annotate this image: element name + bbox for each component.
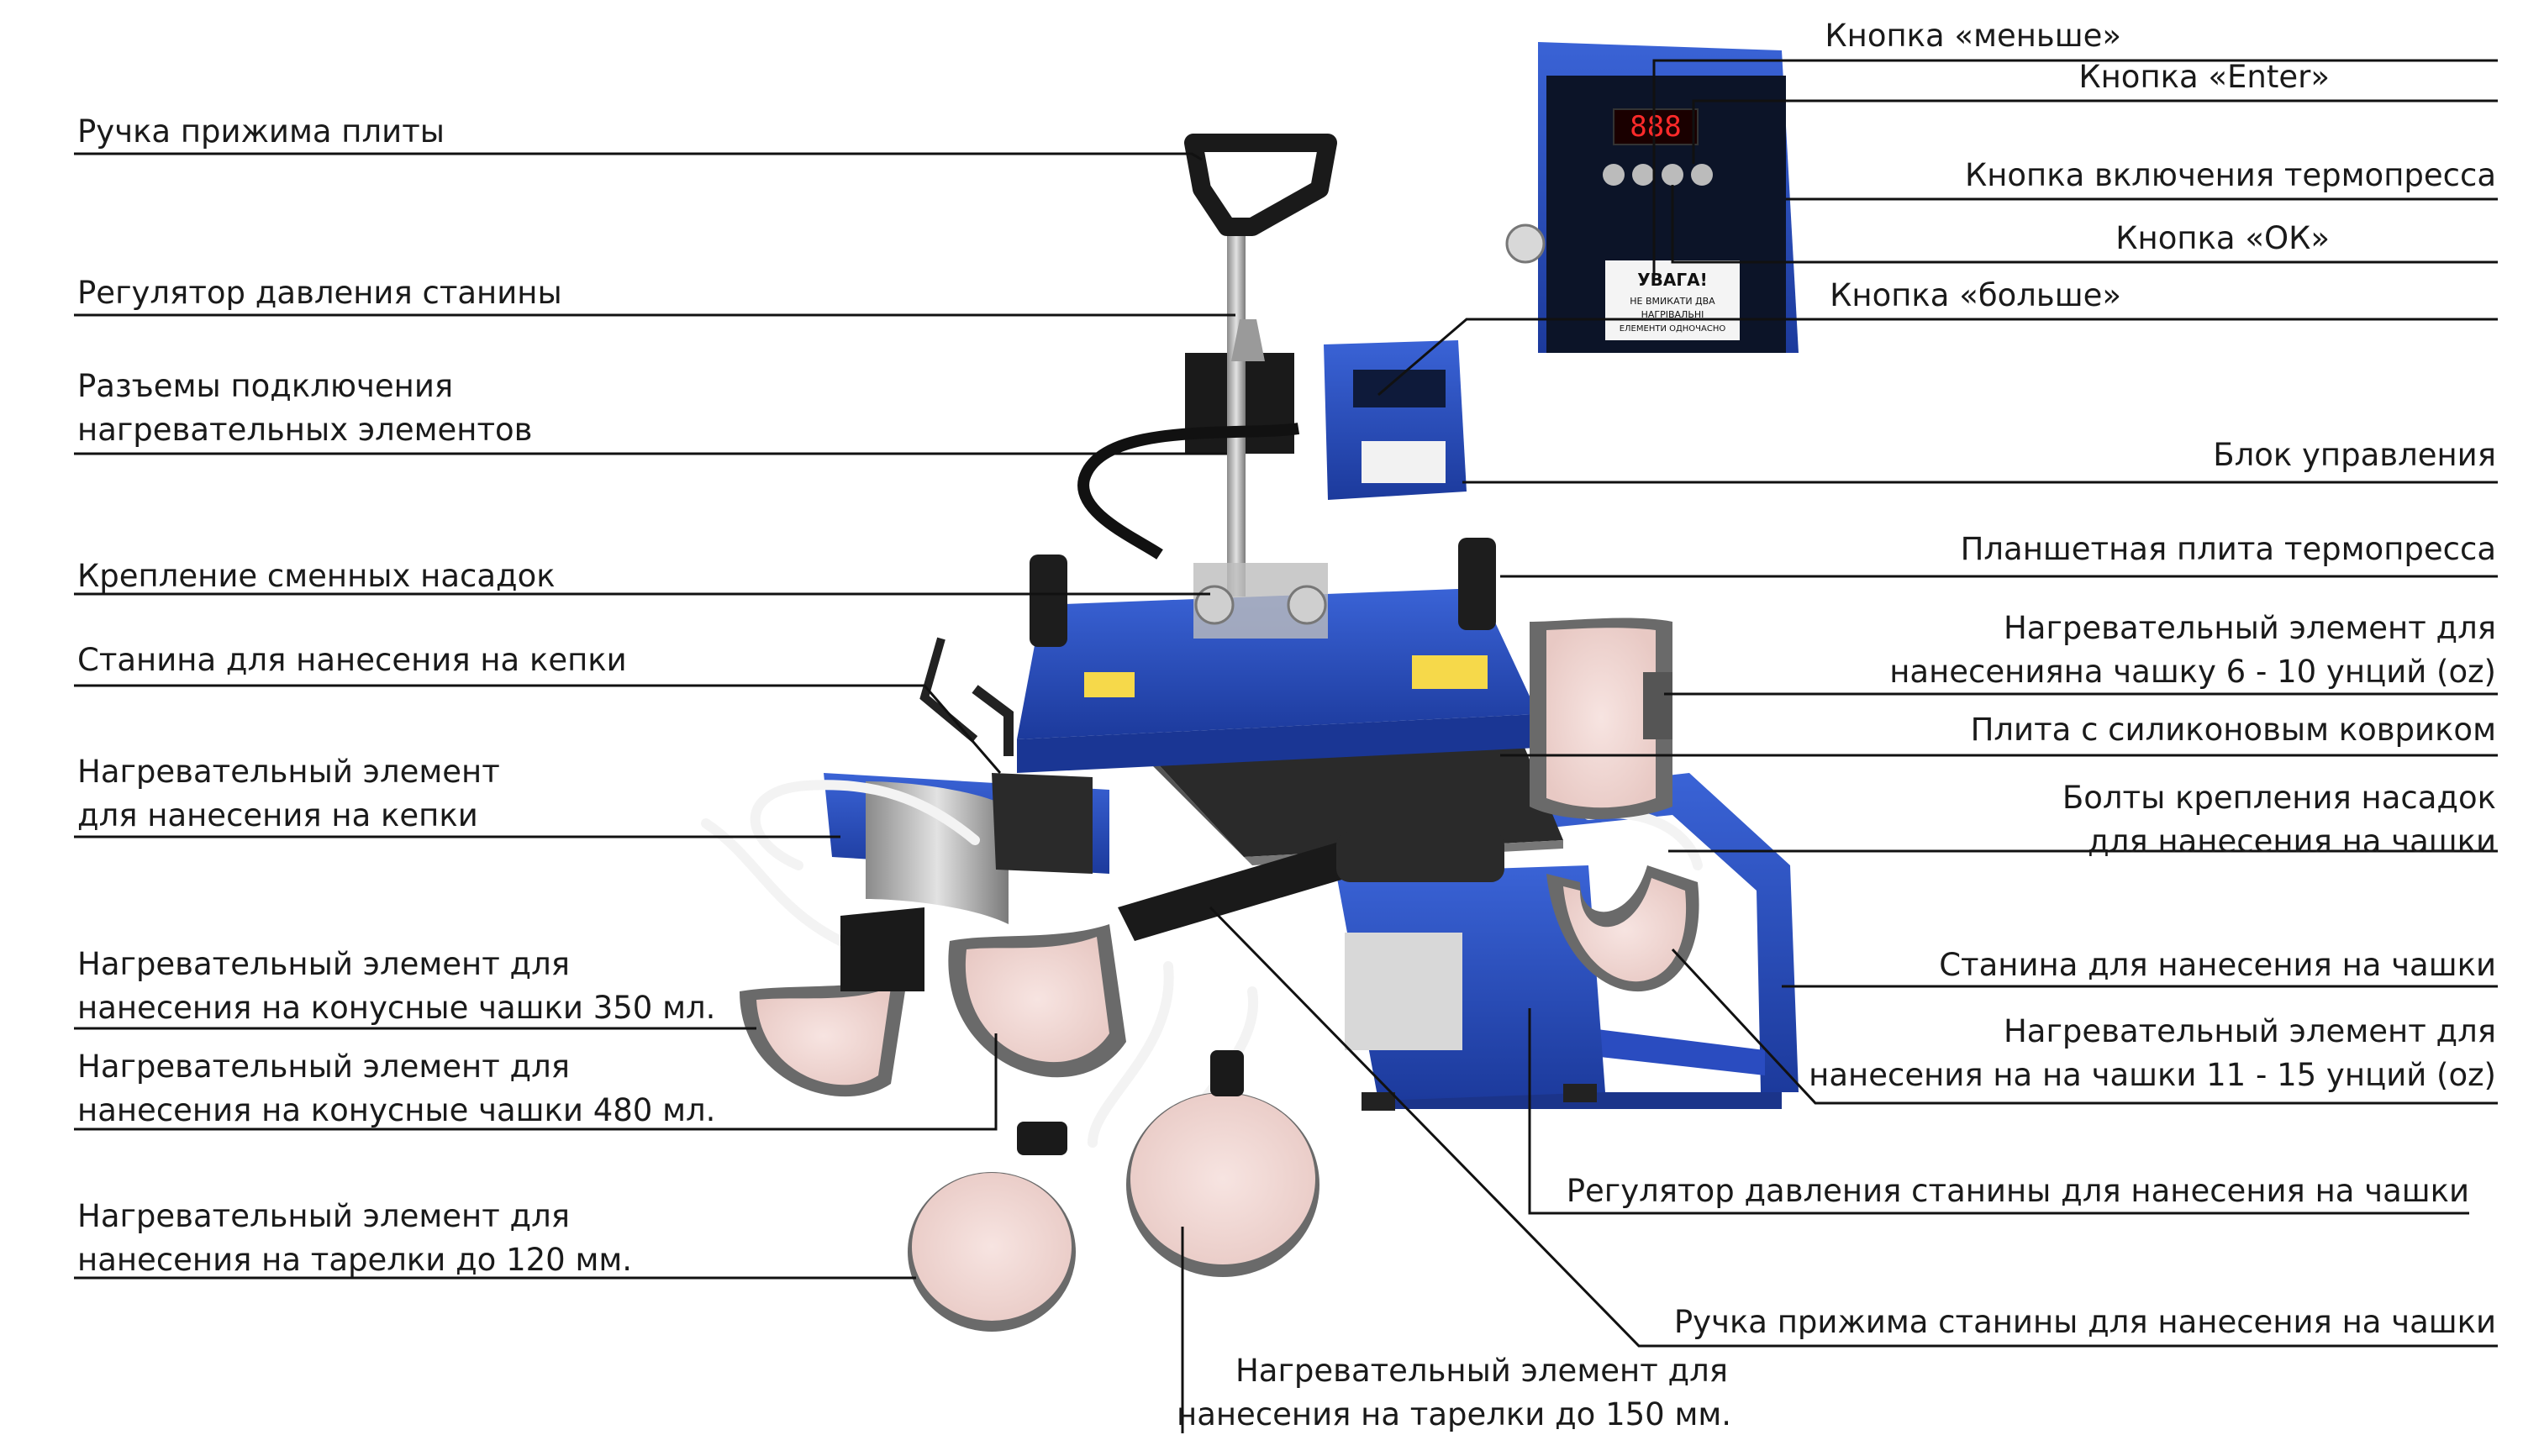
- label-btn-ok: Кнопка «ОК»: [2115, 217, 2330, 260]
- label-cap-element-line-1: Нагревательный элемент: [77, 754, 500, 790]
- label-cone-350: Нагревательный элемент для нанесения на …: [77, 943, 715, 1030]
- label-btn-less: Кнопка «меньше»: [1825, 14, 2121, 58]
- warning-line-2: НАГРІВАЛЬНІ: [1641, 309, 1704, 320]
- label-btn-less-line-1: Кнопка «меньше»: [1825, 18, 2121, 54]
- label-mug-large-line-1: Нагревательный элемент для: [2003, 1013, 2496, 1049]
- label-plate-150-line-2: нанесения на тарелки до 150 мм.: [1177, 1396, 1732, 1432]
- label-mug-pressure: Регулятор давления станины для нанесения…: [1567, 1170, 2469, 1213]
- label-btn-more-line-1: Кнопка «больше»: [1830, 277, 2121, 313]
- press-column: [1185, 227, 1328, 639]
- label-cone-350-line-1: Нагревательный элемент для: [77, 946, 571, 982]
- label-btn-power: Кнопка включения термопресса: [1965, 154, 2496, 197]
- label-btn-more: Кнопка «больше»: [1830, 274, 2121, 318]
- press-base: [1336, 865, 1605, 1111]
- label-mug-large-line-2: нанесения на на чашки 11 - 15 унций (oz): [1809, 1057, 2496, 1093]
- power-button-dot: [1603, 164, 1625, 186]
- label-mug-handle-line-1: Ручка прижима станины для нанесения на ч…: [1673, 1304, 2496, 1340]
- label-plate-120: Нагревательный элемент для нанесения на …: [77, 1195, 632, 1282]
- label-btn-enter: Кнопка «Enter»: [2078, 55, 2330, 99]
- label-control-unit-line-1: Блок управления: [2213, 437, 2496, 473]
- label-pressure-regulator: Регулятор давления станины: [77, 271, 562, 315]
- label-handle-line-1: Ручка прижима плиты: [77, 113, 445, 150]
- label-mug-pressure-line-1: Регулятор давления станины для нанесения…: [1566, 1173, 2469, 1209]
- label-mug-frame: Станина для нанесения на чашки: [1939, 944, 2496, 987]
- label-cap-frame-line-1: Станина для нанесения на кепки: [77, 642, 627, 678]
- label-cone-350-line-2: нанесения на конусные чашки 350 мл.: [77, 990, 716, 1026]
- label-mug-bolts-line-2: для нанесения на чашки: [2088, 823, 2496, 859]
- label-flat-plate: Планшетная плита термопресса: [1961, 528, 2496, 571]
- label-cone-480-line-1: Нагревательный элемент для: [77, 1049, 571, 1085]
- label-flat-plate-line-1: Планшетная плита термопресса: [1960, 531, 2496, 567]
- label-cap-element: Нагревательный элемент для нанесения на …: [77, 750, 500, 838]
- label-btn-ok-line-1: Кнопка «ОК»: [2115, 220, 2330, 256]
- label-silicone-plate: Плита с силиконовым ковриком: [1971, 708, 2496, 752]
- warning-line-1: НЕ ВМИКАТИ ДВА: [1630, 296, 1715, 307]
- label-mug-bolts-line-1: Болты крепления насадок: [2062, 780, 2496, 816]
- label-mug-small-line-2: нанесенияна чашку 6 - 10 унций (oz): [1889, 654, 2496, 690]
- press-handle: [1184, 134, 1337, 236]
- label-cap-frame: Станина для нанесения на кепки: [77, 639, 627, 682]
- label-cone-480-line-2: нанесения на конусные чашки 480 мл.: [77, 1092, 716, 1128]
- label-attachment-mount: Крепление сменных насадок: [77, 555, 556, 598]
- cone-element-480: [948, 924, 1126, 1078]
- label-mug-frame-line-1: Станина для нанесения на чашки: [1939, 947, 2496, 983]
- label-mug-small: Нагревательный элемент для нанесенияна ч…: [1889, 607, 2496, 694]
- label-cone-480: Нагревательный элемент для нанесения на …: [77, 1045, 715, 1133]
- plate-element-120: [908, 1122, 1076, 1332]
- ok-button-dot: [1662, 164, 1683, 186]
- label-mug-large: Нагревательный элемент для нанесения на …: [1809, 1010, 2496, 1097]
- less-button-dot: [1632, 164, 1654, 186]
- label-plate-120-line-1: Нагревательный элемент для: [77, 1198, 571, 1234]
- label-btn-enter-line-1: Кнопка «Enter»: [2078, 59, 2330, 95]
- mug-element-large: [1546, 865, 1699, 992]
- label-connectors: Разъемы подключения нагревательных элеме…: [77, 365, 532, 452]
- warning-line-3: ЕЛЕМЕНТИ ОДНОЧАСНО: [1620, 324, 1726, 334]
- label-pressure-regulator-line-1: Регулятор давления станины: [77, 275, 562, 311]
- label-silicone-plate-line-1: Плита с силиконовым ковриком: [1970, 712, 2496, 748]
- label-control-unit: Блок управления: [2213, 434, 2496, 477]
- label-mug-bolts: Болты крепления насадок для нанесения на…: [2062, 776, 2496, 864]
- label-connectors-line-2: нагревательных элементов: [77, 412, 533, 448]
- more-button-dot: [1691, 164, 1713, 186]
- label-plate-150-line-1: Нагревательный элемент для: [1235, 1353, 1728, 1389]
- label-handle: Ручка прижима плиты: [77, 110, 445, 154]
- mug-element-small: [1530, 618, 1672, 819]
- label-btn-power-line-1: Кнопка включения термопресса: [1964, 157, 2496, 193]
- control-unit: [1077, 340, 1467, 560]
- label-plate-150: Нагревательный элемент для нанесения на …: [1177, 1349, 1732, 1437]
- plate-element-150: [1126, 1050, 1319, 1277]
- warning-title: УВАГА!: [1637, 270, 1708, 290]
- cone-element-350: [740, 907, 924, 1097]
- label-plate-120-line-2: нанесения на тарелки до 120 мм.: [77, 1242, 633, 1278]
- label-mug-small-line-1: Нагревательный элемент для: [2003, 610, 2496, 646]
- display-readout: 888: [1630, 110, 1681, 144]
- flat-plate: [1017, 538, 1538, 773]
- label-mug-handle: Ручка прижима станины для нанесения на ч…: [1674, 1301, 2496, 1344]
- control-panel: 888 УВАГА! НЕ ВМИКАТИ ДВА НАГРІВАЛЬНІ ЕЛ…: [1505, 42, 1799, 353]
- label-attachment-mount-line-1: Крепление сменных насадок: [77, 558, 556, 594]
- mug-handle: [1118, 832, 1504, 941]
- leader-lines: [74, 59, 2498, 1433]
- label-connectors-line-1: Разъемы подключения: [77, 368, 454, 404]
- label-cap-element-line-2: для нанесения на кепки: [77, 797, 478, 833]
